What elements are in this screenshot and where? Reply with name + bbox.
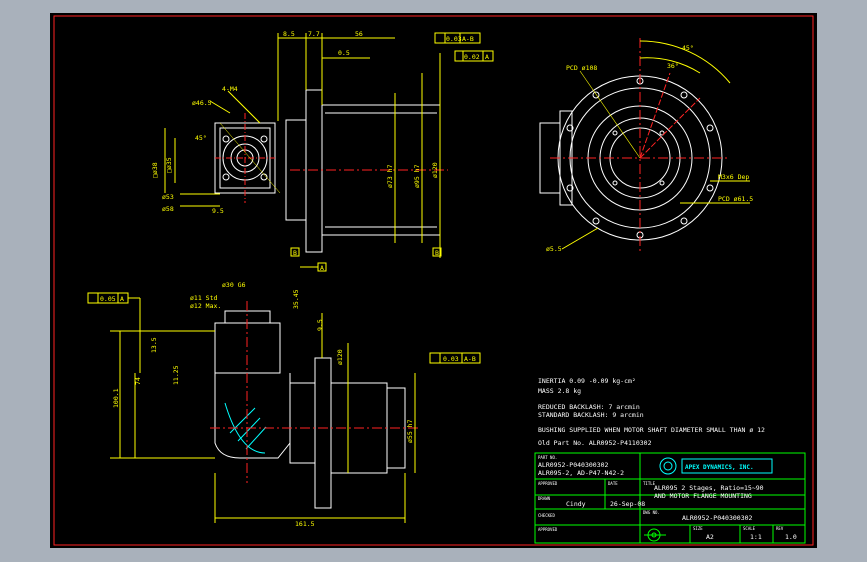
drawing-sheet: 8.5 7.7 56 0.5 A-B 0.03 0.02 A ø46.5 4-M…	[50, 13, 817, 548]
title-block	[534, 452, 806, 544]
dim-56: 56	[355, 30, 363, 38]
note-mass: MASS 2.8 kg	[538, 387, 581, 395]
gdt-datum-ab: A-B	[462, 35, 474, 43]
notes: INERTIA 0.09 -0.09 kg-cm² MASS 2.8 kg RE…	[538, 377, 765, 447]
note-inertia: INERTIA 0.09 -0.09 kg-cm²	[538, 377, 636, 385]
tb-size-label: SIZE	[693, 526, 703, 531]
gdt-tol-003-side: 0.03	[443, 355, 459, 363]
top-view	[164, 32, 494, 272]
dim-m3x6: M3x6 Dep	[718, 173, 749, 181]
tb-title-label: TITLE	[643, 481, 656, 486]
dim-53: ø53	[162, 193, 174, 201]
dim-7-7: 7.7	[308, 30, 320, 38]
tb-date-label: DATE	[608, 481, 618, 486]
datum-b-left: B	[293, 249, 297, 257]
tb-company: APEX DYNAMICS, INC.	[685, 464, 754, 471]
dim-95-h7: ø95 h7	[413, 164, 421, 188]
dim-pcd-61-5: PCD ø61.5	[718, 195, 753, 203]
dim-73-h7: ø73 h7	[386, 164, 394, 188]
front-view-dims: 45° 36° PCD ø108 M3x6 Dep PCD ø61.5 ø5.5	[546, 44, 753, 253]
datum-b-right: B	[435, 249, 439, 257]
tb-dwg-no-label: DWG NO.	[643, 510, 660, 515]
dim-120-side: ø120	[336, 349, 344, 365]
gdt-datum-a: A	[485, 53, 489, 61]
note-old-part: Old Part No. ALR0952-P4110302	[538, 439, 652, 447]
dim-pcd-108: PCD ø108	[566, 64, 597, 72]
dim-36deg: 36°	[667, 62, 679, 70]
dim-11-25: 11.25	[172, 365, 180, 385]
dim-100-1: 100.1	[112, 388, 120, 408]
dim-55-h7: ø55 h7	[406, 419, 414, 443]
dim-9-5: 9.5	[212, 207, 224, 215]
drawing-canvas: 8.5 7.7 56 0.5 A-B 0.03 0.02 A ø46.5 4-M…	[53, 15, 814, 546]
tb-part-no-label: PART NO.	[538, 455, 557, 460]
title-block-text: PART NO. ALR0952-P040300302 ALR095-2, AD…	[538, 455, 797, 541]
tb-approved-label: APPROVED	[538, 481, 558, 486]
dim-120: ø120	[431, 162, 439, 178]
dim-35-45: 35.45	[292, 289, 300, 309]
top-view-dims: 8.5 7.7 56 0.5 A-B 0.03 0.02 A ø46.5 4-M…	[151, 30, 489, 272]
dim-4-m4: 4-M4	[222, 85, 238, 93]
dim-sq-35: □ø35	[165, 157, 173, 173]
tb-title-1: ALR095 2 Stages, Ratio=15~90	[654, 484, 764, 492]
gdt-tol-003: 0.03	[446, 35, 462, 43]
dim-30-g6: ø30 G6	[222, 281, 246, 289]
dim-13-5: 13.5	[150, 337, 158, 353]
tb-title-2: AND MOTOR FLANGE MOUNTING	[654, 492, 752, 500]
note-bushing: BUSHING SUPPLIED WHEN MOTOR SHAFT DIAMET…	[538, 426, 765, 434]
tb-part-no-2: ALR095-2, AD-P47-N42-2	[538, 469, 624, 477]
tb-size: A2	[706, 533, 714, 541]
note-standard-backlash: STANDARD BACKLASH: 9 arcmin	[538, 411, 644, 419]
tb-rev-label: REV	[776, 526, 784, 531]
sheet-border	[53, 15, 814, 546]
tb-approved2-label: APPROVED	[538, 527, 558, 532]
tb-scale: 1:1	[750, 533, 762, 541]
dim-0-5: 0.5	[338, 49, 350, 57]
side-view-dims: ø30 G6 ø11 Std ø12 Max. 0.05 A 35.45 9.5…	[100, 281, 476, 528]
dim-11-std: ø11 Std	[190, 294, 217, 302]
dim-8-5: 8.5	[283, 30, 295, 38]
tb-checked-label: CHECKED	[538, 513, 555, 518]
dim-12-max: ø12 Max.	[190, 302, 221, 310]
tb-rev: 1.0	[785, 533, 797, 541]
tb-dwg-no: ALR0952-P040300302	[682, 514, 753, 522]
side-view	[87, 292, 481, 523]
gdt-datum-ab-side: A-B	[464, 355, 476, 363]
dim-5-5: ø5.5	[546, 245, 562, 253]
dim-sq-38: □ø38	[151, 162, 159, 178]
datum-a: A	[320, 264, 324, 272]
dim-74: 74	[134, 377, 142, 385]
dim-58: ø58	[162, 205, 174, 213]
dim-46-5: ø46.5	[192, 99, 212, 107]
gdt-tol-005: 0.05	[100, 295, 116, 303]
tb-drawn-by: Cindy	[566, 500, 586, 508]
front-view	[539, 38, 750, 253]
gdt-tol-002: 0.02	[464, 53, 480, 61]
dim-9-5-side: 9.5	[316, 319, 324, 331]
tb-drawn-label: DRAWN	[538, 496, 551, 501]
note-reduced-backlash: REDUCED BACKLASH: 7 arcmin	[538, 403, 640, 411]
tb-scale-label: SCALE	[743, 526, 756, 531]
dim-45deg-front: 45°	[682, 44, 694, 52]
tb-part-no-1: ALR0952-P040300302	[538, 461, 609, 469]
gdt-datum-a-side: A	[120, 295, 124, 303]
dim-45deg: 45°	[195, 134, 207, 142]
dim-161-5: 161.5	[295, 520, 315, 528]
tb-date: 26-Sep-08	[610, 500, 645, 508]
